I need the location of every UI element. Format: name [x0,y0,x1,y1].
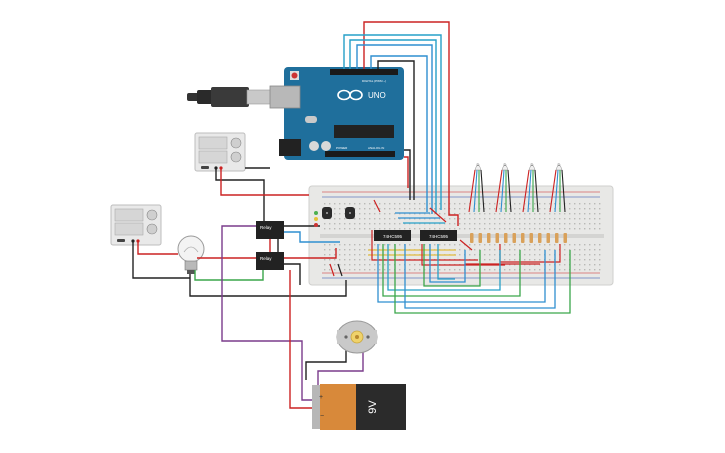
led-lead-wire [473,169,478,213]
transistors[interactable] [322,207,355,219]
resistor[interactable] [563,233,568,243]
relay-bottom[interactable]: Relay [256,252,284,270]
breadboard[interactable] [308,185,614,286]
led[interactable] [474,164,482,171]
resistor[interactable] [504,233,508,243]
led-lead-wire [527,169,532,213]
arduino-analog-label: ANALOG IN [368,146,384,150]
led[interactable] [528,164,536,171]
led[interactable] [501,164,509,171]
resistor[interactable] [538,233,542,243]
led-lead-wire [468,169,476,213]
battery-minus-icon: − [320,413,324,420]
resistor[interactable] [478,233,483,243]
status-leds-small [314,211,318,227]
wires-peripherals [132,167,364,409]
led-lead-wire [507,169,512,213]
arduino-brand-label: UNO [368,91,386,100]
led-lead-wire [549,169,557,213]
led-label: D [504,162,507,167]
shift-register-left[interactable]: 74HC595 [374,230,411,241]
led-lead-wire [480,169,485,213]
arduino-uno-board[interactable]: UNO DIGITAL (PWM ~) POWER ANALOG IN [269,67,404,160]
resistor[interactable] [546,233,551,243]
led-lead-wire [534,169,539,213]
ic-left-label: 74HC595 [383,234,403,239]
ic-right-label: 74HC595 [429,234,449,239]
battery-label: 9V [367,400,379,414]
dc-motor[interactable] [336,320,378,354]
arduino-power-label: POWER [336,146,348,150]
resistor[interactable] [487,233,491,243]
led-lead-wire [561,169,566,213]
battery-9v[interactable]: 9V + − [312,384,406,430]
relay-top[interactable]: Relay [256,221,284,239]
led-lead-wire [554,169,559,213]
arduino-logo-icon [337,89,363,101]
led-label: D [477,162,480,167]
led-lead-wire [522,169,530,213]
wires-arduino-bus [343,21,459,226]
relay-bottom-label: Relay [260,256,272,261]
shift-register-right[interactable]: 74HC595 [420,230,457,241]
light-bulb[interactable] [177,235,205,274]
led-lead-wire [495,169,503,213]
sensor-module-left[interactable] [110,204,162,246]
resistor[interactable] [512,233,517,243]
led-label: D [558,162,561,167]
led-lead-wire [500,169,505,213]
resistor[interactable] [555,233,559,243]
led-label: D [531,162,534,167]
wires-output-loops [377,244,571,314]
resistor[interactable] [529,233,534,243]
resistor[interactable] [521,233,525,243]
resistor-array[interactable] [470,233,567,243]
arduino-digital-label: DIGITAL (PWM ~) [362,79,386,83]
usb-cable[interactable] [187,87,272,107]
relay-top-label: Relay [260,225,272,230]
battery-plus-icon: + [319,394,323,401]
resistor[interactable] [470,233,474,243]
led[interactable] [555,164,563,171]
sensor-module-top[interactable] [194,132,246,172]
breadboard-holes [324,203,601,271]
resistor[interactable] [495,233,500,243]
